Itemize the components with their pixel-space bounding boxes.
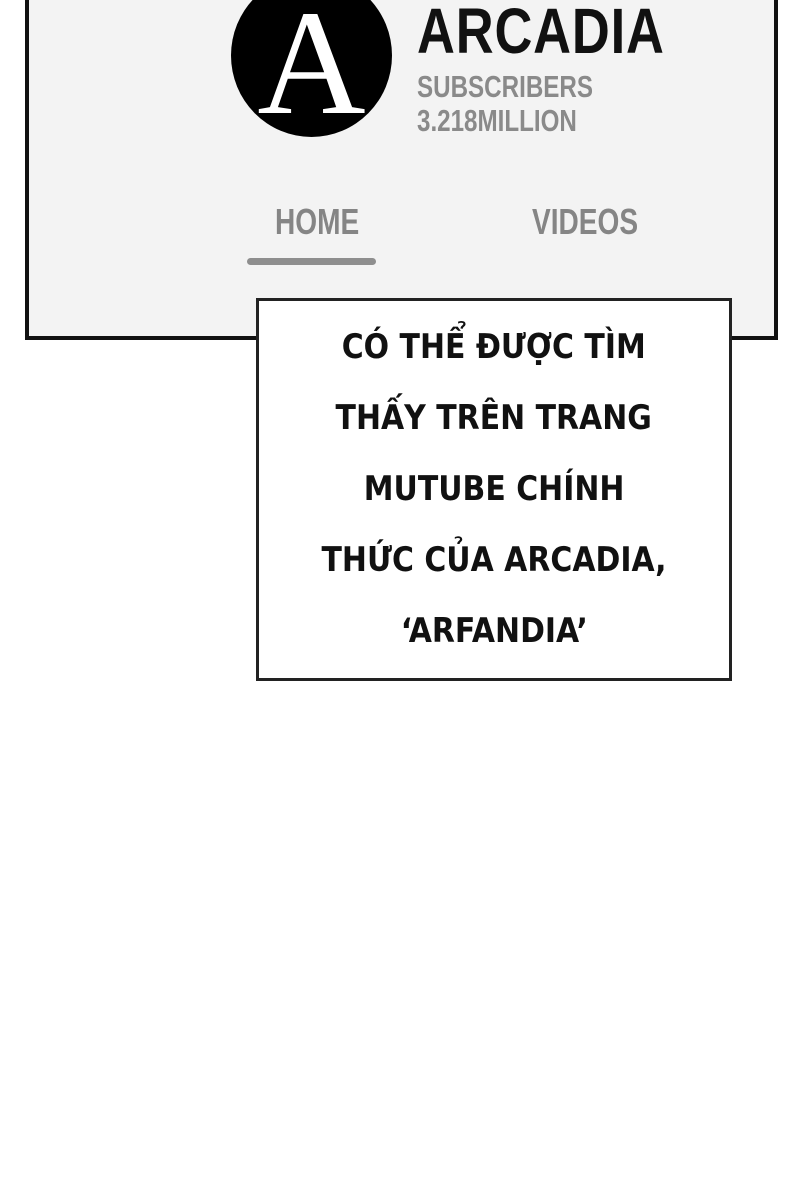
caption-box: CÓ THỂ ĐƯỢC TÌM THẤY TRÊN TRANG MUTUBE C… <box>256 298 732 681</box>
tab-videos[interactable]: VIDEOS <box>532 201 639 242</box>
channel-avatar[interactable]: A <box>231 0 392 137</box>
caption-line: MUTUBE CHÍNH <box>363 469 625 509</box>
caption-line: THỨC CỦA ARCADIA, <box>321 540 667 580</box>
caption-line: ‘ARFANDIA’ <box>400 611 588 651</box>
channel-name: ARCADIA <box>417 0 665 67</box>
caption-line: CÓ THỂ ĐƯỢC TÌM <box>341 327 647 367</box>
active-tab-indicator <box>247 258 376 265</box>
avatar-letter: A <box>257 0 366 137</box>
subscriber-count: SUBSCRIBERS 3.218MILLION <box>417 69 594 138</box>
caption-line: THẤY TRÊN TRANG <box>335 398 653 438</box>
channel-page-panel: A ARCADIA SUBSCRIBERS 3.218MILLION HOME … <box>25 0 778 340</box>
tab-home[interactable]: HOME <box>275 201 360 242</box>
